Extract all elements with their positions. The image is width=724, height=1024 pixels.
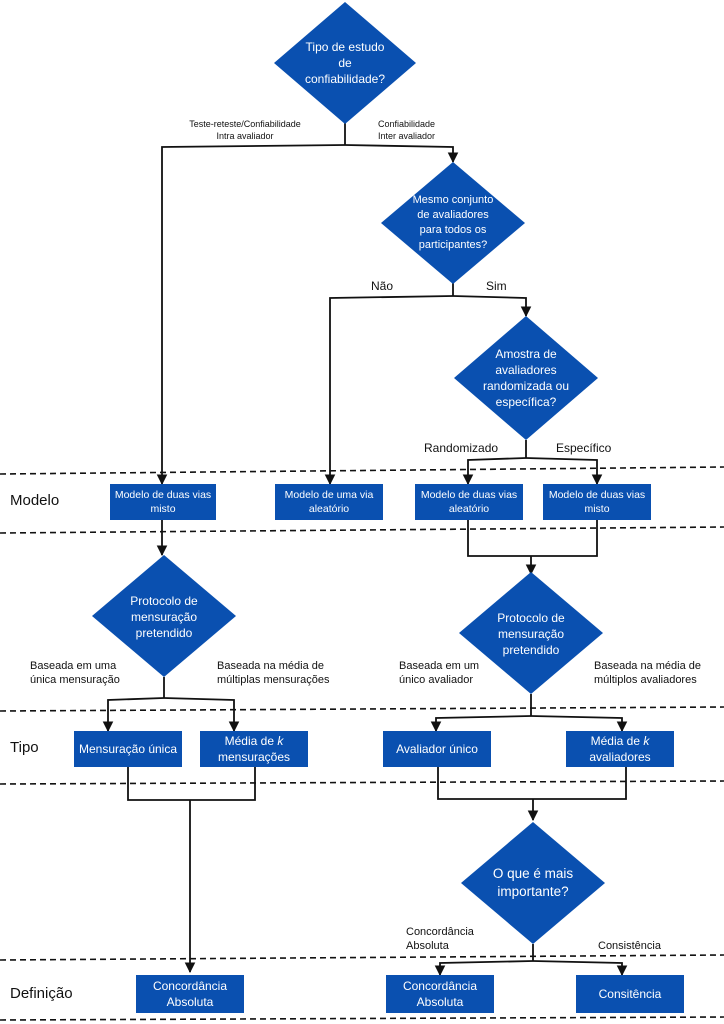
edge-label-d5-multiplos: Baseada na média de múltiplos avaliadore… bbox=[594, 660, 702, 686]
divider-tipo-top bbox=[0, 706, 724, 712]
edge-label-d3-randomizado: Randomizado bbox=[424, 441, 499, 455]
divider-modelo-top bbox=[0, 466, 724, 475]
connectors bbox=[102, 123, 628, 977]
edge-modelo-merge bbox=[467, 520, 598, 557]
box-tipo-media-k-mensuracoes: Média de k mensurações bbox=[200, 731, 308, 767]
divider-modelo-bottom bbox=[0, 526, 724, 534]
decision-d2-shape bbox=[381, 162, 525, 284]
decision-d2-text: Mesmo conjunto de avaliadores para todos… bbox=[412, 194, 494, 251]
decision-d4-text: Protocolo de mensuração pretendido bbox=[130, 594, 198, 640]
row-label-definicao: Definição bbox=[10, 985, 73, 1002]
edge-d6-concordancia bbox=[434, 960, 534, 977]
box-tipo-mensuracao-unica: Mensuração única bbox=[74, 731, 182, 767]
edge-tipo-right-merge bbox=[437, 767, 627, 800]
edge-label-d1-intra: Teste-reteste/Confiabilidade Intra avali… bbox=[189, 119, 301, 141]
edge-label-d2-sim: Sim bbox=[486, 279, 507, 293]
decision-d1-shape bbox=[274, 2, 416, 124]
decision-d4-shape bbox=[92, 555, 236, 677]
edge-d5-unico bbox=[430, 715, 532, 733]
edge-d1-inter bbox=[344, 144, 459, 164]
edge-d2-nao bbox=[324, 295, 454, 486]
box-tipo-media-k-avaliadores: Média de k avaliadores bbox=[566, 731, 674, 767]
edge-d4-multiplas bbox=[163, 697, 240, 733]
edge-label-d6-concordancia: Concordância Absoluta bbox=[406, 926, 474, 952]
edge-label-d1-inter: Confiabilidade Inter avaliador bbox=[378, 119, 436, 141]
edge-d3-especifico bbox=[525, 457, 603, 486]
row-label-tipo: Tipo bbox=[10, 739, 39, 756]
divider-tipo-bottom bbox=[0, 780, 724, 785]
box-def-consistencia: Consitência bbox=[576, 975, 684, 1013]
edge-label-d4-multiplas: Baseada na média de múltiplas mensuraçõe… bbox=[217, 660, 330, 686]
decision-d3-shape bbox=[454, 316, 598, 440]
edge-d2-sim bbox=[452, 295, 532, 318]
edge-label-d2-nao: Não bbox=[371, 279, 394, 293]
box-tipo-avaliador-unico: Avaliador único bbox=[383, 731, 491, 767]
edge-label-d6-consistencia: Consistência bbox=[598, 940, 661, 952]
edge-d5-multiplos bbox=[530, 715, 628, 733]
decision-d5-text: Protocolo de mensuração pretendido bbox=[497, 611, 565, 657]
edge-d4-unica bbox=[102, 697, 165, 733]
decision-d3-text: Amostra de avaliadores randomizada ou es… bbox=[482, 347, 570, 409]
edge-label-d4-unica: Baseada em uma única mensuração bbox=[30, 660, 120, 686]
divider-definicao-bottom bbox=[0, 1016, 724, 1021]
edge-label-d5-unico: Baseada em um único avaliador bbox=[399, 660, 480, 686]
decision-d6-shape bbox=[461, 822, 605, 944]
decision-d5-shape bbox=[459, 572, 603, 694]
edge-d3-randomizado bbox=[462, 457, 527, 486]
section-dividers bbox=[0, 466, 724, 1021]
decision-d1-text: Tipo de estudo de confiabilidade? bbox=[304, 40, 386, 86]
edge-tipo-left-merge bbox=[127, 767, 256, 801]
decision-shapes bbox=[92, 2, 605, 944]
edge-d6-consistencia bbox=[532, 960, 628, 977]
decision-d6-text: O que é mais importante? bbox=[492, 866, 574, 899]
divider-definicao-top bbox=[0, 954, 724, 961]
edge-label-d3-especifico: Específico bbox=[556, 441, 612, 455]
edge-d1-intra bbox=[156, 144, 346, 486]
row-label-modelo: Modelo bbox=[10, 492, 60, 509]
